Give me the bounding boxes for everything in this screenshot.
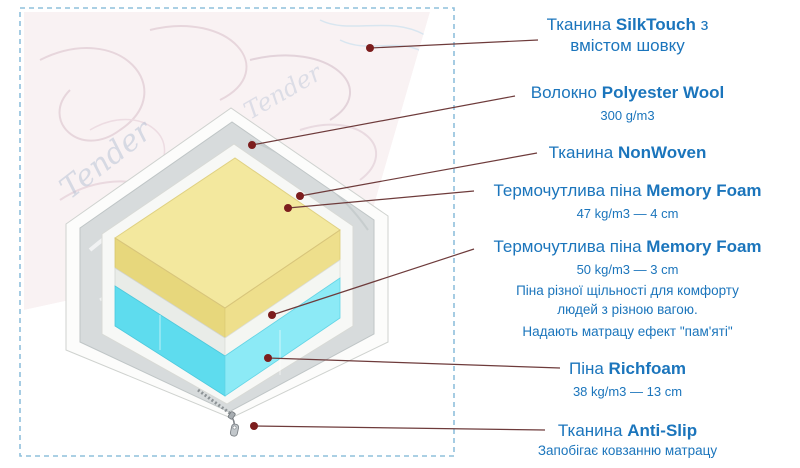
label-name: Memory Foam	[646, 181, 762, 200]
label-antislip: Тканина Anti-Slip Запобігає ковзанню мат…	[460, 420, 795, 460]
layer-nonwoven-band	[101, 143, 354, 405]
label-name: SilkTouch	[615, 15, 696, 34]
label-memory2-desc3: Надають матрацу ефект "пам'яті"	[522, 324, 733, 339]
label-richfoam-heading: Піна Richfoam	[460, 358, 795, 379]
label-silktouch-heading: Тканина SilkTouch з	[460, 14, 795, 35]
foam-top-edge	[114, 229, 341, 309]
label-silktouch-line2: вмістом шовку	[570, 36, 685, 55]
label-prefix: Тканина	[557, 421, 628, 440]
label-memory-foam-2: Термочутлива піна Memory Foam 50 kg/m3 —…	[460, 236, 795, 341]
label-memory2-desc1: Піна різної щільності для комфорту	[516, 283, 739, 298]
layer-outer-shell	[65, 107, 389, 419]
zipper-cord	[230, 415, 235, 427]
fabric-watermark-text: Tender	[239, 58, 328, 125]
label-prefix: Термочутлива піна	[493, 237, 647, 256]
label-nonwoven-heading: Тканина NonWoven	[460, 142, 795, 163]
label-name: Polyester Wool	[601, 83, 725, 102]
label-polyester-spec: 300 g/m3	[600, 108, 655, 123]
leader-dot-richfoam	[264, 354, 272, 362]
label-richfoam: Піна Richfoam 38 kg/m3 — 13 cm	[460, 358, 795, 400]
memory-foam-left-face	[114, 237, 226, 339]
layer-fabric-surface: Tender Tender	[24, 12, 430, 310]
leader-dot-antislip	[250, 422, 258, 430]
label-memory-foam-1: Термочутлива піна Memory Foam 47 kg/m3 —…	[460, 180, 795, 222]
label-silktouch: Тканина SilkTouch з вмістом шовку	[460, 14, 795, 56]
label-memory2-spec: 50 kg/m3 — 3 cm	[576, 262, 679, 277]
label-prefix: Тканина	[548, 143, 618, 162]
label-name: Anti-Slip	[627, 421, 698, 440]
label-name: Memory Foam	[646, 237, 762, 256]
label-antislip-desc: Запобігає ковзанню матрацу	[537, 443, 718, 458]
layer-polyester-wool-band	[79, 121, 375, 413]
memory-foam-top-face	[114, 157, 341, 309]
memory-foam-2-left-face	[114, 267, 226, 357]
memory-foam-2-right-face	[224, 259, 341, 357]
label-antislip-heading: Тканина Anti-Slip	[460, 420, 795, 441]
richfoam-left-face	[114, 285, 226, 397]
label-suffix: з	[695, 15, 709, 34]
label-name: Richfoam	[608, 359, 687, 378]
label-memory1-spec: 47 kg/m3 — 4 cm	[576, 206, 679, 221]
leader-dot-nonwoven	[296, 192, 304, 200]
leader-line-memory2	[271, 248, 475, 316]
label-prefix: Тканина	[546, 15, 616, 34]
label-name: NonWoven	[617, 143, 707, 162]
label-memory1-heading: Термочутлива піна Memory Foam	[460, 180, 795, 201]
label-memory2-desc2: людей з різною вагою.	[557, 302, 698, 317]
zipper-slider	[227, 411, 236, 420]
label-nonwoven: Тканина NonWoven	[460, 142, 795, 163]
wool-marble-texture	[88, 139, 369, 331]
zipper-pull	[229, 423, 240, 437]
dashed-border	[19, 7, 455, 457]
label-richfoam-spec: 38 kg/m3 — 13 cm	[572, 384, 683, 399]
zipper-pull-hole	[232, 425, 237, 430]
leader-dot-memory1	[284, 204, 292, 212]
memory-foam-right-face	[224, 229, 341, 339]
leader-dot-polyester	[248, 141, 256, 149]
zipper-teeth	[197, 388, 232, 416]
leader-dot-silktouch	[366, 44, 374, 52]
fabric-watermark-text: Tender	[53, 112, 159, 206]
zipper	[197, 388, 240, 437]
label-memory2-heading: Термочутлива піна Memory Foam	[460, 236, 795, 257]
richfoam-right-face	[224, 277, 341, 397]
label-prefix: Термочутлива піна	[493, 181, 647, 200]
label-prefix: Волокно	[530, 83, 602, 102]
label-polyester-heading: Волокно Polyester Wool	[460, 82, 795, 103]
leader-dot-memory2	[268, 311, 276, 319]
label-polyester: Волокно Polyester Wool 300 g/m3	[460, 82, 795, 124]
leader-dots	[248, 44, 374, 430]
leader-line-memory1	[287, 190, 475, 209]
label-prefix: Піна	[568, 359, 609, 378]
